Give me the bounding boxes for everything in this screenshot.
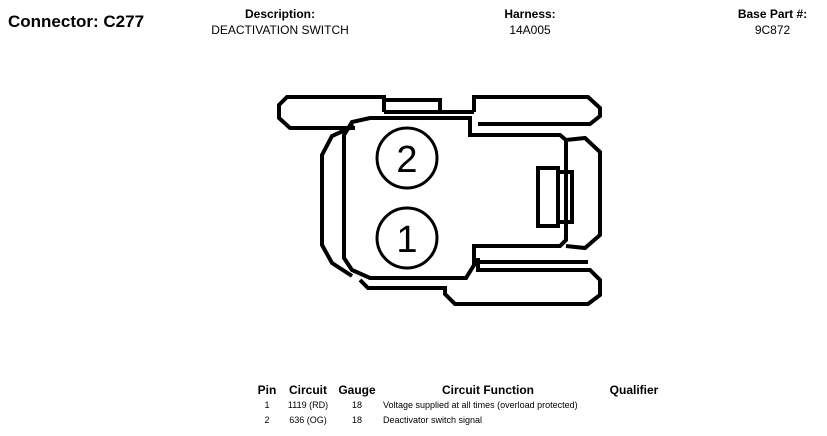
pin-cavity-2: 2: [375, 126, 439, 190]
row-circuit-function: Deactivator switch signal: [383, 415, 483, 425]
table-row: 2 636 (OG) 18 Deactivator switch signal: [252, 413, 672, 428]
description-label: Description:: [244, 7, 315, 21]
description-block: Description: DEACTIVATION SWITCH: [180, 7, 380, 39]
row-circuit: 1119 (RD): [287, 400, 329, 410]
base-part-block: Base Part #: 9C872: [720, 7, 825, 39]
top-latch-arm: [277, 95, 602, 130]
connector-title: Connector: C277: [8, 12, 145, 31]
right-lock-tab: [536, 166, 560, 228]
row-pin: 2: [264, 415, 270, 425]
header-pin: Pin: [257, 383, 277, 397]
header-qualifier: Qualifier: [609, 383, 659, 397]
top-key-tab: [382, 98, 442, 112]
row-gauge: 18: [351, 400, 362, 410]
harness-value: 14A005: [509, 23, 551, 37]
row-gauge: 18: [351, 415, 362, 425]
table-row: 1 1119 (RD) 18 Voltage supplied at all t…: [252, 398, 672, 413]
description-value: DEACTIVATION SWITCH: [211, 23, 349, 37]
harness-block: Harness: 14A005: [470, 7, 590, 39]
pin-table-header-row: Pin Circuit Gauge Circuit Function Quali…: [252, 382, 672, 398]
row-qualifier: [596, 398, 672, 413]
harness-label: Harness:: [504, 7, 556, 21]
left-outer-shell: [320, 124, 355, 278]
right-lock-tab-inner: [556, 170, 574, 224]
row-qualifier: [596, 413, 672, 428]
header-gauge: Gauge: [338, 383, 376, 397]
row-circuit: 636 (OG): [289, 415, 327, 425]
base-part-value: 9C872: [754, 23, 791, 37]
pin-label-2: 2: [396, 139, 417, 181]
pin-table: Pin Circuit Gauge Circuit Function Quali…: [252, 382, 672, 428]
row-pin: 1: [264, 400, 270, 410]
bottom-latch-arm: [358, 258, 602, 306]
header-circuit: Circuit: [288, 383, 327, 397]
pin-label-1: 1: [396, 219, 417, 261]
row-circuit-function: Voltage supplied at all times (overload …: [383, 400, 578, 410]
base-part-label: Base Part #:: [737, 7, 808, 21]
header-circuit-function: Circuit Function: [442, 383, 534, 397]
pin-cavity-1: 1: [375, 206, 439, 270]
right-side-shell: [565, 135, 602, 251]
housing-body: [342, 116, 568, 280]
